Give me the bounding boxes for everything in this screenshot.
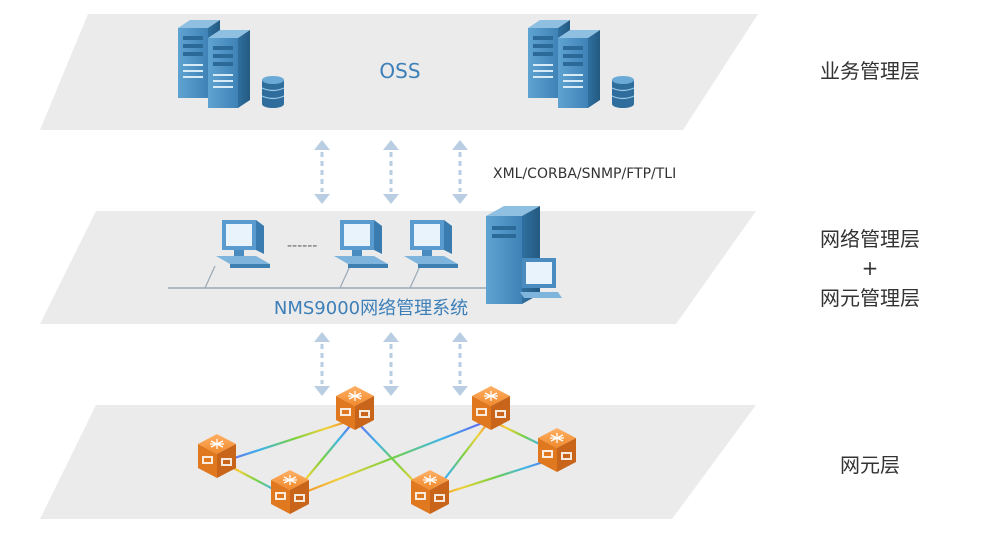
interface-arrow <box>312 138 332 206</box>
tower-pc-icon <box>486 206 562 304</box>
interface-arrow <box>312 330 332 398</box>
server-rack-icon <box>178 20 250 108</box>
network-management-layer-plane <box>40 211 756 324</box>
interface-arrow <box>450 330 470 398</box>
layer-plus-sign: + <box>862 256 879 280</box>
business-layer-name: 业务管理层 <box>820 59 920 83</box>
interface-arrow <box>450 138 470 206</box>
oss-label: OSS <box>379 59 420 83</box>
element-mgmt-layer-name: 网元管理层 <box>820 286 920 310</box>
interface-arrow <box>381 138 401 206</box>
network-element-layer-plane <box>40 405 756 519</box>
network-mgmt-layer-name: 网络管理层 <box>820 227 920 251</box>
protocol-label: XML/CORBA/SNMP/FTP/TLI <box>493 166 676 182</box>
workstation-ellipsis: ------ <box>287 238 317 254</box>
element-layer-name: 网元层 <box>840 453 900 477</box>
server-rack-icon <box>528 20 600 108</box>
database-icon <box>261 75 285 109</box>
database-icon <box>611 75 635 109</box>
interface-arrow <box>381 330 401 398</box>
nms-system-label: NMS9000网络管理系统 <box>274 298 468 319</box>
